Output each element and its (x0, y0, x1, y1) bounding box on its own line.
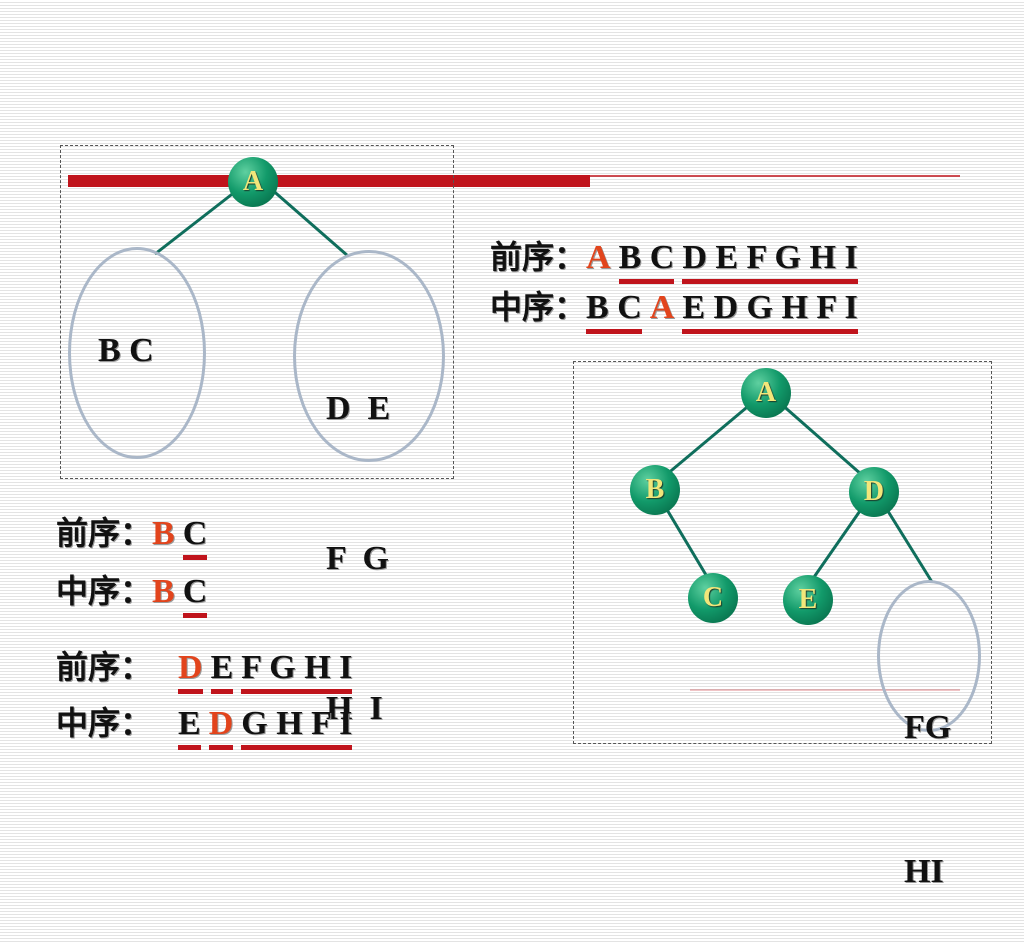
bc-preorder-right: C (182, 515, 208, 560)
dg-inorder-left: E (178, 705, 201, 750)
tree2-sub-row-1: FG (904, 709, 952, 746)
tree2-node-d: D (849, 467, 899, 517)
bc-inorder-root: B (152, 573, 175, 610)
inorder-label: 中序： (490, 288, 587, 326)
decorative-lines (68, 175, 960, 691)
dg-preorder-right: F G H I (241, 649, 353, 694)
preorder-label: 前序： (490, 238, 587, 276)
tree2-node-a: A (741, 368, 791, 418)
tree2-sub-row-2: HI (904, 853, 944, 890)
seq-bc-preorder: 前序： B C (56, 508, 215, 560)
dg-inorder-label: 中序： (56, 704, 153, 742)
seq-dg-preorder: 前序： D E F G H I (56, 642, 360, 694)
bc-preorder-root: B (152, 515, 175, 552)
inorder-left: B C (586, 289, 642, 334)
tree2-node-e: E (783, 575, 833, 625)
tree1-left-set: B C (98, 332, 154, 369)
tree2-box (573, 361, 992, 744)
dg-preorder-root: D (178, 649, 203, 694)
bc-inorder-right: C (182, 573, 208, 618)
tree1-root-node: A (228, 157, 278, 207)
tree2-sub-ellipse (877, 580, 981, 732)
bc-preorder-label: 前序： (56, 514, 153, 552)
tree1-right-row-1: D E (326, 390, 391, 427)
tree1-right-row-2: F G (326, 540, 389, 577)
preorder-root: A (586, 239, 611, 276)
tree1-right-ellipse (293, 250, 445, 462)
dg-inorder-root: D (208, 705, 234, 750)
inorder-root: A (649, 289, 675, 326)
seq-dg-inorder: 中序： E D G H F I (56, 698, 360, 750)
dg-inorder-right: G H F I (241, 705, 353, 750)
tree1-right-row-3: H I (326, 690, 383, 727)
dg-preorder-label: 前序： (56, 648, 153, 686)
bc-inorder-label: 中序： (56, 572, 153, 610)
seq-top-inorder: 中序： B C A E D G H F I (490, 282, 866, 334)
dg-preorder-left: E (210, 649, 234, 694)
tree2-sub-set: FG HI (904, 608, 951, 944)
seq-bc-inorder: 中序： B C (56, 566, 215, 618)
preorder-right: D E F G H I (682, 239, 858, 284)
tree2-node-c: C (688, 573, 738, 623)
seq-top-preorder: 前序： A B C D E F G H I (490, 232, 866, 284)
tree1-box (60, 145, 454, 479)
inorder-right: E D G H F I (682, 289, 858, 334)
tree2-node-b: B (630, 465, 680, 515)
preorder-left: B C (618, 239, 675, 284)
tree1-right-set: D E F G H I (326, 284, 390, 784)
tree1-left-ellipse (68, 247, 206, 459)
